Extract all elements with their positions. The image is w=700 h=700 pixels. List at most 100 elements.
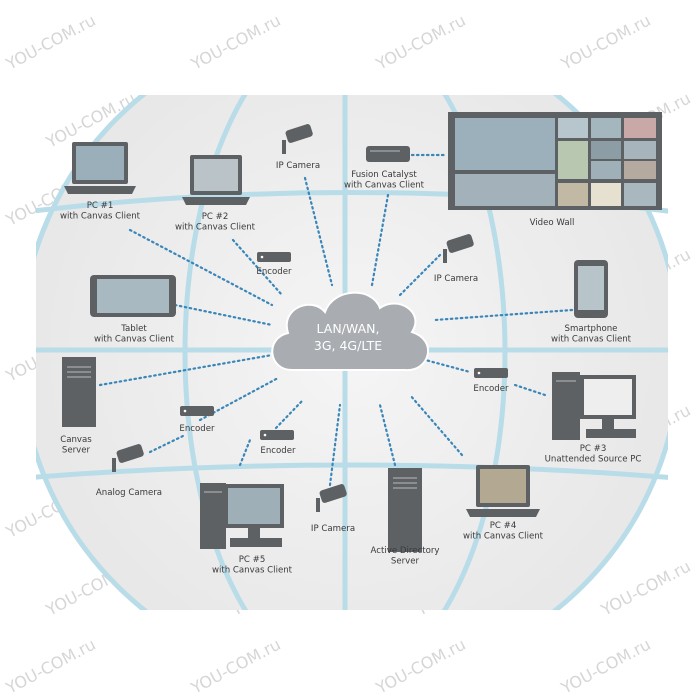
active-directory-server-tower [388,468,422,552]
watermark-text: YOU-COM.ru [557,11,654,74]
link-canvas-server [98,353,274,387]
wall-screen [624,183,656,206]
cloud-label-line2: 3G, 4G/LTE [314,338,382,353]
tablet-device [90,275,176,317]
laptop-pc2 [182,155,250,205]
cloud-shape [271,291,429,372]
link-ipcam-right [398,253,442,297]
desktop-pc5 [200,483,284,549]
encoder-bottom-device [260,430,294,440]
watermark-text: YOU-COM.ru [372,11,469,74]
label-encoder-left: Encoder [179,424,215,434]
canvas-server-tower [62,357,96,427]
watermark-text: YOU-COM.ru [187,11,284,74]
pc3-keyboard [586,429,636,438]
encoder-top-device [257,252,291,262]
cloud-label-line1: LAN/WAN, [317,321,380,336]
link-ipcam-top [303,176,334,287]
pc3-tower [552,372,580,440]
laptop-base [182,197,250,205]
watermark-text: YOU-COM.ru [597,557,694,620]
label-encoder-right: Encoder [473,384,509,394]
wall-screen [455,174,555,206]
wall-screen [624,118,656,138]
watermark-text: YOU-COM.ru [372,635,469,698]
link-active-directory [378,403,397,467]
laptop-pc4 [466,465,540,517]
ip-camera-right-icon [443,234,474,263]
label-video-wall: Video Wall [530,218,575,228]
lower-parallel [36,462,668,480]
link-encoder-bottom [274,398,305,430]
wall-screen [591,161,621,179]
link-analog-encoder [148,433,187,454]
laptop-pc1 [64,142,136,194]
encoder-right-device [474,368,508,378]
wall-screen [558,141,588,179]
analog-camera-icon [112,444,144,472]
link-encoder-pc3 [513,383,547,397]
fusion-catalyst-device [366,146,410,162]
wall-screen [591,183,621,206]
inner-meridian [182,95,508,610]
network-links [98,153,574,487]
watermark-text: YOU-COM.ru [2,635,99,698]
link-tablet [173,303,274,327]
pc5-screen [228,488,280,524]
link-pc2 [231,238,284,297]
cloud: LAN/WAN, 3G, 4G/LTE [271,291,429,372]
video-wall [448,112,662,210]
link-fusion [370,193,390,287]
watermark-text: YOU-COM.ru [187,635,284,698]
wall-screen [558,183,588,206]
laptop-screen [194,159,238,191]
laptop-base [466,509,540,517]
encoder-left-device [180,406,214,416]
link-pc1 [128,228,274,307]
link-ipcam-bottom [328,403,342,487]
wall-screen [591,141,621,159]
link-encoder-right [416,356,472,374]
watermark-text: YOU-COM.ru [557,635,654,698]
ip-camera-bottom-icon [316,484,347,512]
wall-screen [455,118,555,170]
smartphone-screen [578,266,604,310]
label-analog-camera: Analog Camera [96,488,162,498]
link-smartphone [433,308,574,322]
wall-screen [624,161,656,179]
label-ip-camera-bottom: IP Camera [311,524,355,534]
pc5-tower [200,483,226,549]
watermark-text: YOU-COM.ru [2,11,99,74]
wall-screen [624,141,656,159]
smartphone-device [574,260,608,318]
link-pc4 [408,393,464,457]
laptop-screen [76,146,124,180]
label-encoder-top: Encoder [256,267,292,277]
ip-camera-top-icon [282,124,313,154]
pc3-screen [584,379,632,415]
pc5-keyboard [230,538,282,547]
link-pc5 [238,438,252,467]
label-ip-camera-right: IP Camera [434,274,478,284]
laptop-screen [480,469,526,503]
label-encoder-bottom: Encoder [260,446,296,456]
wall-screen [558,118,588,138]
laptop-base [64,186,136,194]
wall-screen [591,118,621,138]
tablet-screen [97,279,169,313]
desktop-pc3 [552,372,636,440]
label-ip-camera-top: IP Camera [276,161,320,171]
